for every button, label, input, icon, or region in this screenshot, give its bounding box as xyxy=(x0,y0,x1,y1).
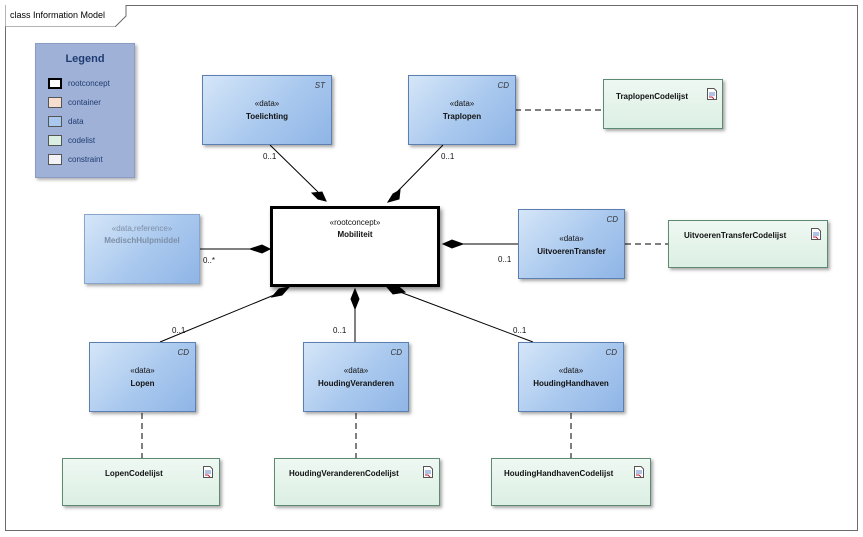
document-icon xyxy=(634,466,644,478)
aggregation-diamond-traplopen xyxy=(386,189,401,203)
codelist-name: UitvoerenTransferCodelijst xyxy=(684,231,787,240)
aggregation-diamond-handhaven xyxy=(385,285,407,295)
class-houdingveranderen[interactable]: CD «data» HoudingVeranderen xyxy=(303,342,409,412)
class-houdinghandhaven[interactable]: CD «data» HoudingHandhaven xyxy=(518,342,624,412)
legend-label-rootconcept: rootconcept xyxy=(68,79,110,88)
association-lopen xyxy=(159,292,280,343)
class-name: HoudingHandhaven xyxy=(533,379,609,388)
datatype-label: ST xyxy=(314,81,325,90)
legend-swatch-container xyxy=(48,97,62,108)
legend-swatch-rootconcept xyxy=(48,78,62,89)
codelist-houdinghandhaven[interactable]: HoudingHandhavenCodelijst xyxy=(491,458,651,506)
codelist-name: HoudingVeranderenCodelijst xyxy=(289,469,399,478)
datatype-label: CD xyxy=(606,215,618,224)
multiplicity-houdingveranderen: 0..1 xyxy=(333,326,347,335)
class-traplopen[interactable]: CD «data» Traplopen xyxy=(408,75,516,145)
codelist-name: LopenCodelijst xyxy=(105,469,163,478)
datatype-label: CD xyxy=(497,81,509,90)
class-medischhulpmiddel[interactable]: «data,reference» MedischHulpmiddel xyxy=(84,214,200,284)
stereotype-label: «data,reference» xyxy=(111,224,173,233)
datatype-label: CD xyxy=(605,348,617,357)
legend: Legend rootconcept container data codeli… xyxy=(35,43,135,178)
legend-label-data: data xyxy=(68,117,84,126)
legend-label-constraint: constraint xyxy=(68,155,103,164)
stereotype-label: «data» xyxy=(449,99,475,108)
class-mobiliteit[interactable]: «rootconcept» Mobiliteit xyxy=(270,206,440,287)
class-uitvoerentransfer[interactable]: CD «data» UitvoerenTransfer xyxy=(518,209,625,279)
aggregation-diamond-toelichting xyxy=(310,191,327,202)
codelist-name: TraplopenCodelijst xyxy=(616,92,689,101)
codelist-houdingveranderen[interactable]: HoudingVeranderenCodelijst xyxy=(274,458,440,506)
codelist-traplopen[interactable]: TraplopenCodelijst xyxy=(603,79,723,129)
multiplicity-traplopen: 0..1 xyxy=(441,152,455,161)
stereotype-label: «data» xyxy=(343,366,369,375)
codelist-name: HoudingHandhavenCodelijst xyxy=(504,469,614,478)
legend-label-container: container xyxy=(68,98,101,107)
document-icon xyxy=(707,88,717,100)
stereotype-label: «data» xyxy=(558,366,584,375)
class-name: Mobiliteit xyxy=(337,230,373,239)
multiplicity-toelichting: 0..1 xyxy=(263,152,277,161)
aggregation-diamond-medisch xyxy=(248,244,272,254)
document-icon xyxy=(811,228,821,240)
multiplicity-lopen: 0..1 xyxy=(172,326,186,335)
class-name: Toelichting xyxy=(245,112,289,121)
legend-swatch-codelist xyxy=(48,135,62,146)
class-name: UitvoerenTransfer xyxy=(537,247,606,256)
aggregation-diamond-lopen xyxy=(270,286,291,298)
association-handhaven xyxy=(399,291,534,343)
stereotype-label: «data» xyxy=(130,366,155,375)
stereotype-label: «data» xyxy=(254,99,280,108)
datatype-label: CD xyxy=(177,348,189,357)
document-icon xyxy=(423,466,433,478)
multiplicity-medischhulpmiddel: 0..* xyxy=(203,256,216,265)
datatype-label: CD xyxy=(390,348,402,357)
aggregation-diamond-uitvoeren xyxy=(441,239,465,249)
legend-swatch-constraint xyxy=(48,154,62,165)
stereotype-label: «rootconcept» xyxy=(329,218,381,227)
legend-swatch-data xyxy=(48,116,62,127)
codelist-lopen[interactable]: LopenCodelijst xyxy=(62,458,220,506)
multiplicity-uitvoerentransfer: 0..1 xyxy=(498,255,512,264)
class-name: HoudingVeranderen xyxy=(317,379,394,388)
document-icon xyxy=(203,466,213,478)
legend-label-codelist: codelist xyxy=(68,136,96,145)
multiplicity-houdinghandhaven: 0..1 xyxy=(513,326,527,335)
class-name: MedischHulpmiddel xyxy=(104,236,180,245)
legend-title: Legend xyxy=(65,53,105,65)
diagram-title: class Information Model xyxy=(10,10,106,20)
diagram-frame-tab xyxy=(5,5,127,27)
diagram-frame xyxy=(5,5,858,531)
codelist-uitvoerentransfer[interactable]: UitvoerenTransferCodelijst xyxy=(668,220,828,268)
association-toelichting xyxy=(269,144,319,193)
class-toelichting[interactable]: ST «data» Toelichting xyxy=(202,75,332,145)
class-name: Lopen xyxy=(130,379,155,388)
class-name: Traplopen xyxy=(442,112,482,121)
class-lopen[interactable]: CD «data» Lopen xyxy=(89,342,196,412)
aggregation-diamond-veranderen xyxy=(350,287,360,311)
association-traplopen xyxy=(396,144,444,193)
stereotype-label: «data» xyxy=(559,234,584,243)
